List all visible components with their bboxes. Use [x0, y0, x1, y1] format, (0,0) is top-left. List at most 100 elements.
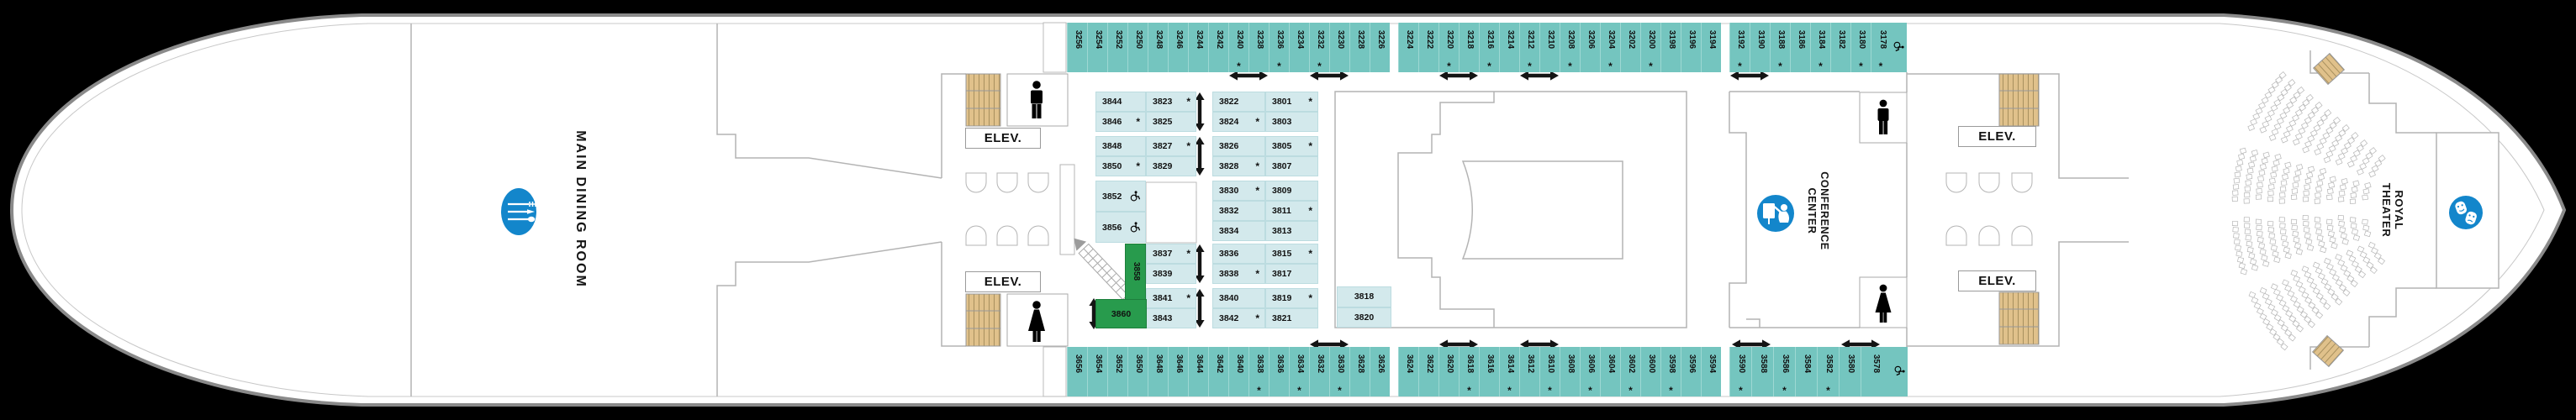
- cabin-3825: 3825: [1146, 112, 1196, 132]
- cabin-3226: 3226: [1370, 23, 1390, 72]
- door-connect-arrow: [1439, 71, 1478, 81]
- woman-icon: [1028, 301, 1045, 342]
- cabin-3590: 3590*: [1729, 347, 1751, 396]
- cabin-3618: 3618*: [1459, 347, 1479, 396]
- cabin-3222: 3222: [1418, 23, 1438, 72]
- cabin-3610: 3610*: [1539, 347, 1560, 396]
- door-connect-arrow: [1520, 71, 1559, 81]
- cabin-3636: 3636: [1269, 347, 1289, 396]
- cabin-3622: 3622: [1418, 347, 1438, 396]
- cabin-3206: 3206: [1580, 23, 1600, 72]
- wheelchair-icon: [1130, 190, 1141, 201]
- service-box: [1043, 22, 1067, 73]
- cabin-3216: 3216*: [1479, 23, 1499, 72]
- cabin-3594: 3594: [1701, 347, 1721, 396]
- cabin-3824: 3824*: [1212, 112, 1265, 132]
- cabin-3598: 3598*: [1660, 347, 1681, 396]
- cabin-3608: 3608: [1560, 347, 1580, 396]
- cabin-3807: 3807: [1265, 156, 1318, 176]
- cabin-3224: 3224: [1398, 23, 1418, 72]
- cabin-3220: 3220*: [1438, 23, 1459, 72]
- cabin-3821: 3821: [1265, 308, 1318, 328]
- cabin-3822: 3822: [1212, 92, 1265, 112]
- cabin-3818: 3818: [1337, 286, 1391, 307]
- cabin-3248: 3248: [1148, 23, 1168, 72]
- conference-center-label: CONFERENCE CENTER: [1806, 171, 1830, 250]
- wheelchair-icon: [1893, 41, 1904, 52]
- cabin-3204: 3204*: [1600, 23, 1620, 72]
- cabin-3823: 3823*: [1146, 92, 1196, 112]
- door-connect-arrow: [1732, 339, 1771, 349]
- venue-stage: [1461, 160, 1623, 260]
- cabin-3826: 3826: [1212, 136, 1265, 156]
- cabin-3829: 3829: [1146, 156, 1196, 176]
- cabin-3202: 3202: [1620, 23, 1640, 72]
- door-connect-arrow: [1439, 339, 1478, 349]
- cabin-3838: 3838*: [1212, 264, 1265, 284]
- cabin-3214: 3214: [1499, 23, 1519, 72]
- cabin-3650: 3650: [1127, 347, 1148, 396]
- cabin-3819: 3819*: [1265, 288, 1318, 308]
- cabin-3841: 3841*: [1146, 288, 1196, 308]
- cabin-3180: 3180*: [1850, 23, 1871, 72]
- cabin-3240: 3240*: [1228, 23, 1248, 72]
- theater-seating: [2231, 71, 2386, 351]
- cabin-3630: 3630*: [1329, 347, 1349, 396]
- cabin-3582: 3582*: [1817, 347, 1839, 396]
- cabin-3238: 3238: [1248, 23, 1269, 72]
- cabin-3230: 3230: [1329, 23, 1349, 72]
- door-connect-arrow: [1310, 71, 1349, 81]
- cabin-3839: 3839: [1146, 264, 1196, 284]
- cabin-3842: 3842*: [1212, 308, 1265, 328]
- cabin-3194: 3194: [1701, 23, 1721, 72]
- cabin-3252: 3252: [1107, 23, 1127, 72]
- cabin-3604: 3604: [1600, 347, 1620, 396]
- cabin-3856: 3856: [1095, 212, 1146, 243]
- cabin-3837: 3837*: [1146, 244, 1196, 264]
- cabin-3196: 3196: [1681, 23, 1701, 72]
- cabin-3586: 3586*: [1773, 347, 1795, 396]
- cabin-3648: 3648: [1148, 347, 1168, 396]
- cabin-3210: 3210: [1539, 23, 1560, 72]
- cabin-3200: 3200*: [1640, 23, 1660, 72]
- cabin-3644: 3644: [1188, 347, 1208, 396]
- cabin-3184: 3184*: [1810, 23, 1830, 72]
- cabin-3820: 3820: [1337, 307, 1391, 328]
- cabin-3602: 3602*: [1620, 347, 1640, 396]
- cabin-3188: 3188*: [1770, 23, 1790, 72]
- cabin-3850: 3850*: [1095, 156, 1146, 176]
- cabin-3186: 3186: [1790, 23, 1810, 72]
- theater-masks-icon: [2449, 196, 2483, 229]
- cabin-3606: 3606*: [1580, 347, 1600, 396]
- diagonal-stairs-icon: [1074, 238, 1133, 301]
- cabin-3860: 3860: [1095, 299, 1147, 328]
- door-connect-arrow: [1195, 244, 1205, 283]
- stairs-icon: [965, 73, 2040, 347]
- venue-room-outline: [1334, 91, 1687, 328]
- cabin-3620: 3620: [1438, 347, 1459, 396]
- cabin-3809: 3809: [1265, 181, 1318, 201]
- cabin-3640: 3640: [1228, 347, 1248, 396]
- cabin-3234: 3234: [1289, 23, 1309, 72]
- venue-room-steps: [1397, 92, 1495, 328]
- cabin-3614: 3614*: [1499, 347, 1519, 396]
- cabin-3244: 3244: [1188, 23, 1208, 72]
- door-connect-arrow: [1310, 339, 1349, 349]
- man-icon: [1031, 81, 1043, 118]
- wheelchair-icon: [1130, 221, 1141, 232]
- cabin-3846: 3846*: [1095, 112, 1146, 132]
- door-connect-arrow: [1730, 71, 1769, 81]
- cabin-3616: 3616: [1479, 347, 1499, 396]
- theater-stairs-wedge: [2312, 52, 2346, 86]
- cabin-3634: 3634*: [1289, 347, 1309, 396]
- cabin-3815: 3815*: [1265, 244, 1318, 264]
- cabin-3212: 3212*: [1519, 23, 1539, 72]
- door-connect-arrow: [1841, 339, 1880, 349]
- cabin-3843: 3843: [1146, 308, 1196, 328]
- elevator-label: ELEV.: [965, 271, 1041, 292]
- cabin-3813: 3813: [1265, 221, 1318, 241]
- cabin-3836: 3836: [1212, 244, 1265, 264]
- cabin-3584: 3584: [1795, 347, 1817, 396]
- cabin-3580: 3580: [1839, 347, 1861, 396]
